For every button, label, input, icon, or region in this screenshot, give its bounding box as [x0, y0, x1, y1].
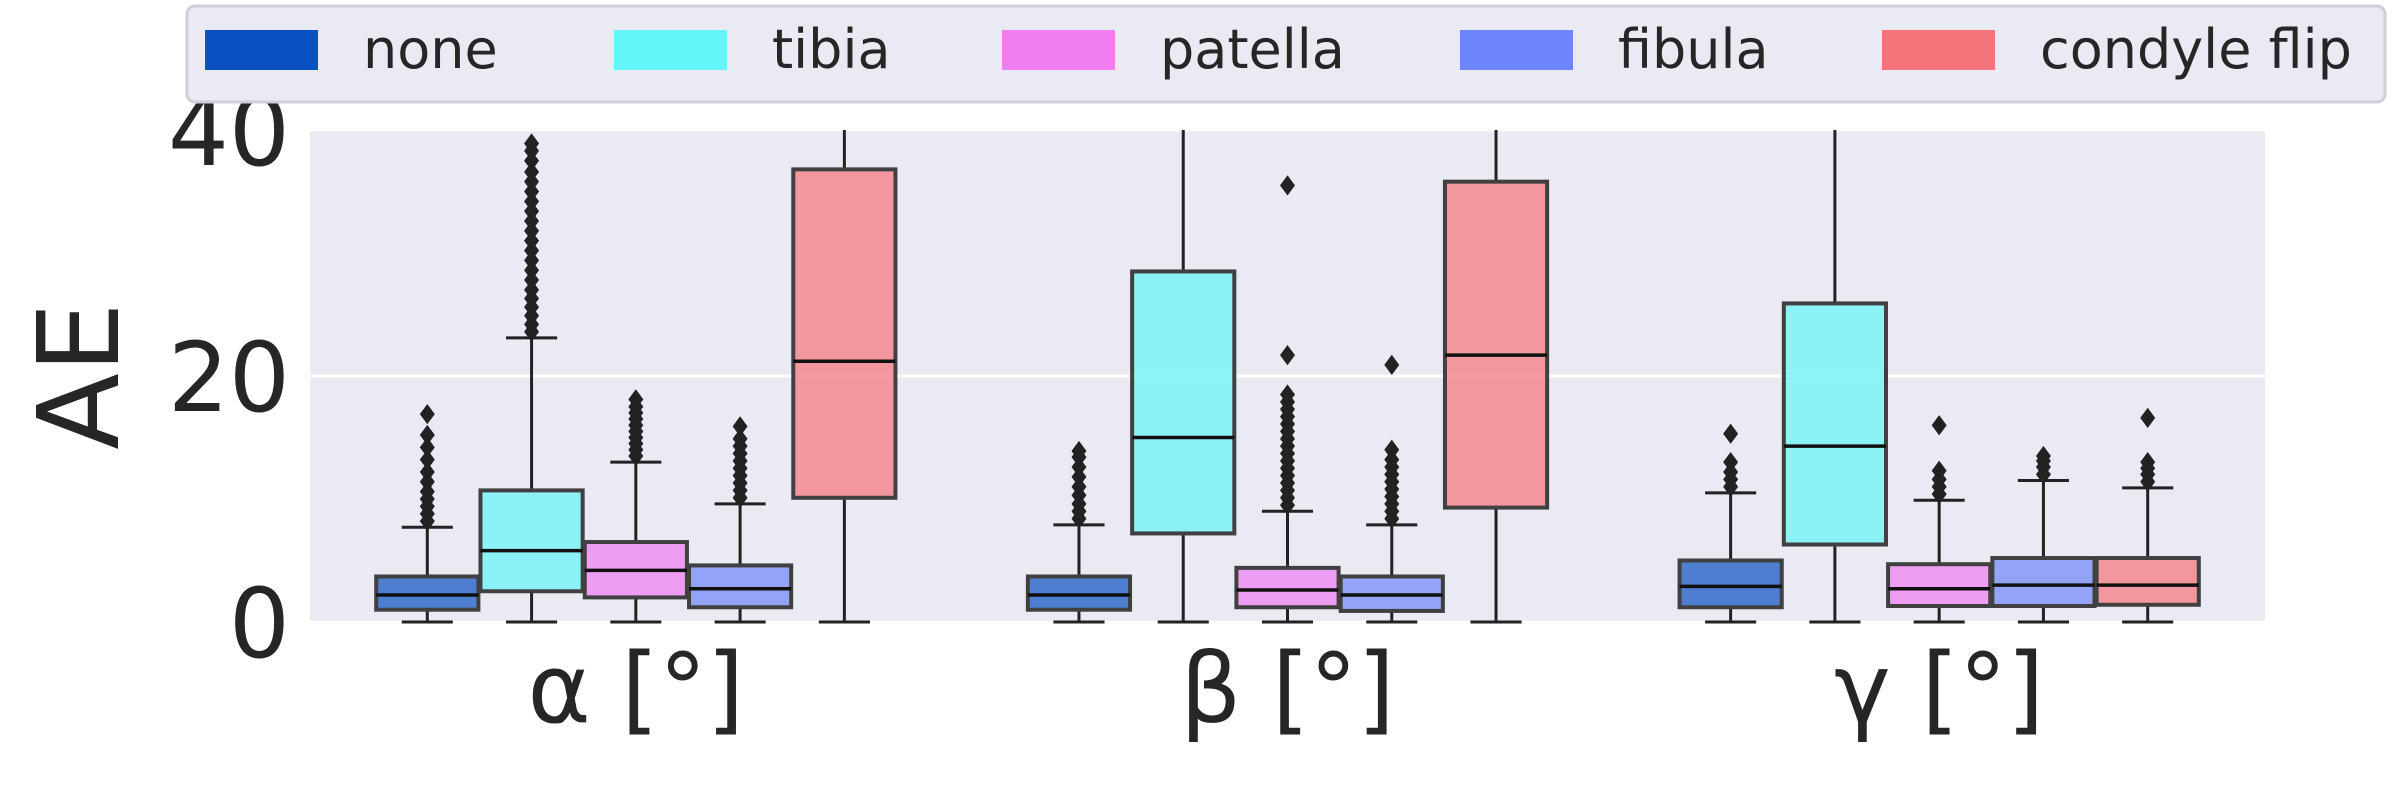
- box-iqr: [1990, 556, 2097, 609]
- x-tick-label: β [°]: [1180, 633, 1395, 745]
- box-iqr: [1886, 562, 1993, 609]
- box-tibia: [1130, 130, 1237, 624]
- box-patella: [582, 389, 689, 624]
- outlier-point: [1931, 415, 1947, 436]
- y-tick-label: 20: [168, 322, 290, 434]
- outlier-point: [2140, 407, 2156, 428]
- legend-label: condyle flip: [2040, 18, 2352, 81]
- outlier-point: [2140, 451, 2156, 473]
- box-patella: [1886, 415, 1993, 624]
- outlier-point: [1280, 175, 1295, 196]
- legend-swatch: [1460, 30, 1573, 70]
- box-iqr: [1677, 558, 1784, 610]
- legend: none tibia patella fibula condyle flip: [185, 4, 2387, 104]
- outlier-point: [419, 424, 435, 446]
- outlier-point: [419, 437, 435, 458]
- outlier-point: [419, 449, 435, 470]
- outlier-point: [1280, 384, 1295, 405]
- legend-label: fibula: [1618, 18, 1769, 81]
- legend-swatch: [1002, 30, 1115, 70]
- box-tibia: [1781, 130, 1888, 624]
- box-iqr: [1025, 574, 1133, 612]
- box-patella: [1234, 175, 1341, 624]
- box-iqr: [791, 167, 898, 500]
- box-none: [1677, 423, 1784, 624]
- legend-swatch: [1882, 30, 1995, 70]
- outlier-point: [1723, 451, 1739, 473]
- y-tick-label: 0: [229, 568, 290, 680]
- legend-label: patella: [1160, 18, 1345, 81]
- outlier-point: [1280, 344, 1295, 366]
- legend-swatch: [614, 30, 727, 70]
- outlier-point: [419, 404, 435, 425]
- legend-swatch: [205, 30, 318, 70]
- x-tick-labels: α [°] β [°] γ [°]: [527, 633, 2044, 745]
- box-fibula: [1338, 354, 1445, 624]
- outlier-point: [1931, 460, 1947, 481]
- outlier-point: [628, 389, 644, 410]
- outlier-point: [524, 161, 540, 182]
- box-iqr: [687, 563, 794, 610]
- outlier-point: [2035, 445, 2051, 467]
- box-iqr: [1781, 301, 1888, 547]
- box-condyle-flip: [2094, 407, 2201, 624]
- outlier-point: [1384, 439, 1400, 460]
- box-none: [374, 404, 481, 624]
- box-iqr: [374, 574, 481, 612]
- outlier-point: [419, 461, 435, 483]
- box-none: [1025, 440, 1133, 624]
- box-series: [374, 130, 2201, 624]
- outlier-point: [732, 416, 748, 437]
- box-fibula: [1990, 445, 2097, 624]
- outlier-point: [1723, 423, 1739, 444]
- y-axis-label: AE: [15, 302, 145, 449]
- box-iqr: [1442, 179, 1550, 510]
- box-iqr: [478, 488, 585, 594]
- outlier-point: [1071, 440, 1087, 462]
- box-iqr: [2094, 556, 2201, 607]
- outlier-point: [1384, 354, 1400, 376]
- x-tick-label: α [°]: [527, 633, 744, 745]
- outlier-point: [732, 428, 748, 449]
- box-condyle-flip: [791, 130, 898, 624]
- outlier-point: [524, 133, 540, 154]
- legend-label: none: [363, 18, 498, 81]
- x-tick-label: γ [°]: [1834, 633, 2044, 745]
- box-tibia: [478, 133, 585, 624]
- box-iqr: [1130, 269, 1237, 536]
- legend-label: tibia: [772, 18, 891, 81]
- legend-frame: [185, 4, 2387, 104]
- box-fibula: [687, 416, 794, 624]
- box-iqr: [1234, 565, 1341, 610]
- box-condyle-flip: [1442, 130, 1550, 624]
